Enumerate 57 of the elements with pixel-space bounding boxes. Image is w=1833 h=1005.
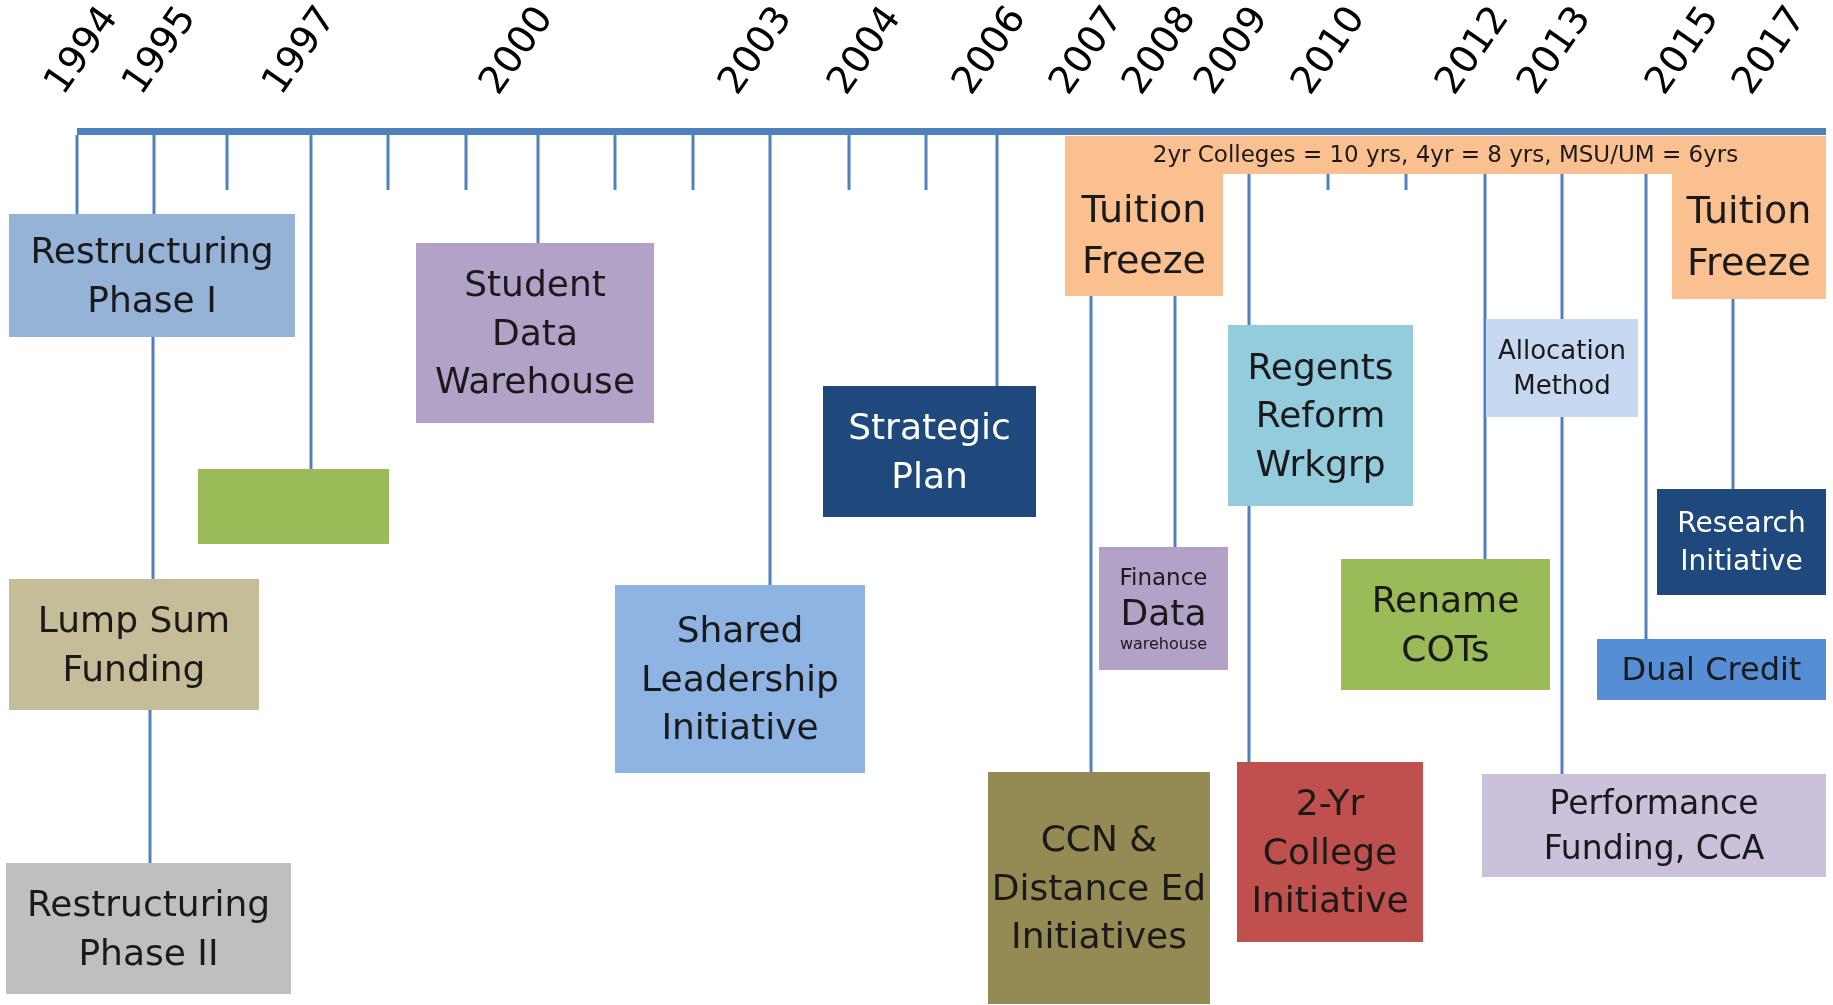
event-label: 2-Yr College Initiative: [1250, 781, 1410, 923]
event-label: Restructuring Phase I: [29, 228, 275, 322]
period-band: [1065, 136, 1826, 174]
connector-line: [1560, 174, 1564, 319]
connector-line: [1247, 506, 1251, 762]
event-label: Finance: [1119, 563, 1208, 592]
event-label: Restructuring Phase II: [25, 881, 272, 975]
event-box: [1657, 489, 1826, 595]
event-label: Performance Funding, CCA: [1542, 781, 1766, 869]
event-box: [1099, 547, 1228, 670]
timeline-bar: [77, 128, 1826, 135]
event-label: Tuition Freeze: [1080, 185, 1208, 284]
connector-line: [768, 135, 772, 585]
event-box: [615, 585, 865, 773]
event-box: [1486, 319, 1638, 417]
connector-line: [1731, 299, 1735, 489]
event-label: Research Initiative: [1676, 505, 1807, 579]
event-label: Dual Credit: [1621, 648, 1802, 690]
connector-line: [536, 135, 540, 243]
connector-line: [1247, 174, 1251, 325]
event-label: CCN & Distance Ed Initiatives: [990, 817, 1208, 959]
event-box: [9, 579, 259, 710]
event-box: [1672, 174, 1826, 299]
event-label: Shared Leadership Initiative: [640, 608, 840, 750]
event-box: [198, 469, 389, 544]
event-box: [1482, 774, 1826, 877]
event-label: Rename COTs: [1370, 577, 1521, 671]
connector-line: [309, 135, 313, 469]
connector-line: [1644, 174, 1648, 639]
connector-line: [148, 710, 152, 863]
event-box: [1597, 639, 1826, 700]
event-box: [1228, 325, 1413, 506]
event-label: warehouse: [1119, 634, 1208, 654]
event-box: [988, 772, 1210, 1004]
connector-line: [1483, 174, 1487, 559]
event-box: [1341, 559, 1550, 690]
event-label: Lump Sum Funding: [36, 597, 232, 691]
event-label: Tuition Freeze: [1685, 187, 1813, 286]
event-box: [1065, 174, 1223, 296]
event-box: [416, 243, 654, 423]
event-box: [9, 214, 295, 337]
event-label: Strategic Plan: [847, 404, 1012, 498]
connector-line: [995, 135, 999, 386]
event-label: Data: [1120, 591, 1207, 635]
connector-line: [151, 337, 155, 579]
event-label: Student Data Warehouse: [433, 262, 637, 404]
connector-line: [152, 135, 156, 214]
event-label: Allocation Method: [1496, 333, 1628, 402]
event-label: Regents Reform Wrkgrp: [1246, 344, 1395, 486]
connector-line: [1173, 296, 1177, 547]
connector-line: [75, 135, 79, 214]
event-box: [823, 386, 1036, 517]
event-box: [6, 863, 291, 994]
event-box: [1237, 762, 1423, 942]
connector-line: [1089, 296, 1093, 772]
connector-line: [1560, 417, 1564, 774]
event-label: 2yr Colleges = 10 yrs, 4yr = 8 yrs, MSU/UM = 6yrs: [1152, 140, 1739, 170]
